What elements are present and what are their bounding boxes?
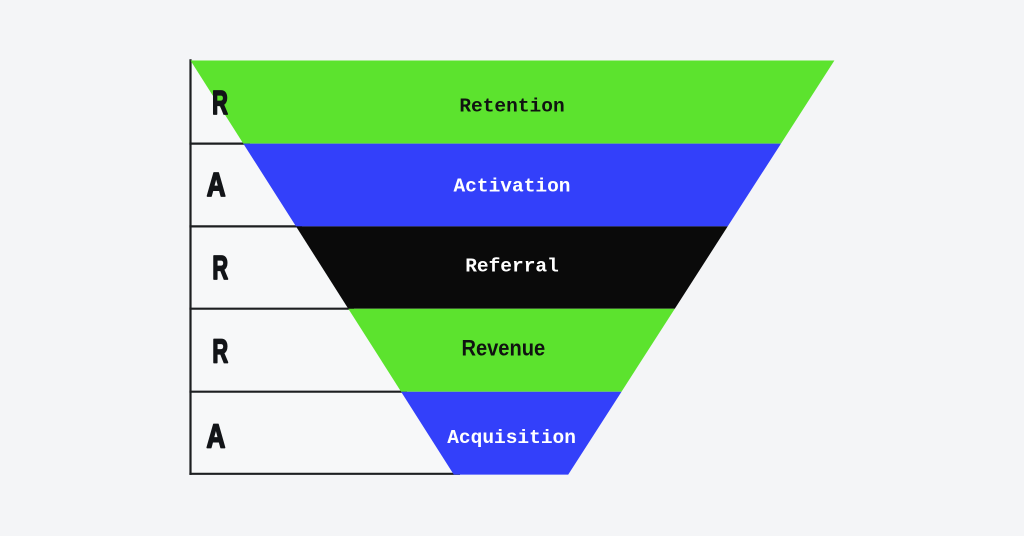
svg-text:A: A — [206, 418, 225, 455]
svg-text:R: R — [212, 249, 228, 286]
svg-text:Retention: Retention — [459, 95, 564, 117]
svg-text:R: R — [212, 333, 228, 370]
svg-text:A: A — [207, 167, 226, 204]
svg-text:Revenue: Revenue — [461, 337, 545, 361]
svg-text:R: R — [212, 84, 228, 121]
svg-text:Activation: Activation — [453, 176, 570, 198]
svg-text:Referral: Referral — [465, 255, 559, 277]
svg-text:Acquisition: Acquisition — [447, 427, 576, 449]
